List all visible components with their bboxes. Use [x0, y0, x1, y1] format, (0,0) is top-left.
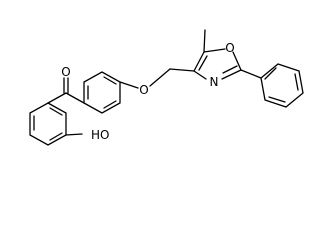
- carbonyl-group: O: [61, 65, 71, 94]
- bond-oxazole-c4-c5-inner: [198, 55, 208, 71]
- hydroxyphenyl-ring: [29, 102, 67, 146]
- hydroxyphenyl-inner-bond-2: [49, 132, 63, 141]
- molecule-drawing: O HO O: [29, 29, 304, 146]
- carbonyl-oxygen-label: O: [61, 65, 70, 79]
- phenylene-ring-outline: [83, 71, 121, 114]
- phenylene-inner-bond-3: [103, 100, 117, 109]
- phenylene-inner-bond-2: [103, 76, 117, 85]
- oxazole-nitrogen-label: N: [210, 75, 219, 89]
- phenylene-ring: [83, 71, 121, 114]
- bond-methylene-to-oxazole: [169, 68, 195, 72]
- oxazole-oxygen-label: O: [225, 41, 234, 55]
- oxazole-ring: O N: [193, 41, 242, 89]
- bond-oxazole-to-phenyl: [240, 69, 262, 79]
- phenyl-inner-bond-3: [264, 67, 277, 80]
- ether-oxygen-label: O: [139, 83, 148, 97]
- phenyl-ring: [260, 63, 304, 108]
- hydroxyphenyl-ring-outline: [29, 102, 67, 146]
- structure-diagram: O HO O: [29, 29, 304, 146]
- bond-oxazole-c2-n3: [221, 69, 242, 80]
- bond-carbonyl-to-hydroxyphenyl: [47, 92, 67, 104]
- bond-ether-oxygen-to-methylene: [149, 68, 171, 87]
- bond-oxazole-c2-n3-inner: [222, 65, 238, 74]
- hydroxyphenyl-inner-bond-1: [49, 107, 63, 116]
- bond-ring-to-hydroxyl: [65, 133, 83, 136]
- hydroxyl-label: HO: [91, 128, 109, 142]
- phenyl-inner-bond-2: [294, 73, 299, 91]
- bond-oxazole-c5-o1: [203, 48, 226, 53]
- bond-carbonyl-to-phenylene: [65, 92, 85, 104]
- bond-oxazole-o1-c2: [232, 51, 242, 71]
- bond-methyl: [203, 29, 206, 53]
- phenyl-ring-outline: [260, 63, 304, 108]
- bond-oxazole-n3-c4: [193, 70, 207, 80]
- bond-phenylene-to-ether-oxygen: [119, 81, 139, 89]
- phenyl-inner-bond-1: [268, 96, 286, 103]
- bond-oxazole-c4-c5: [193, 51, 205, 72]
